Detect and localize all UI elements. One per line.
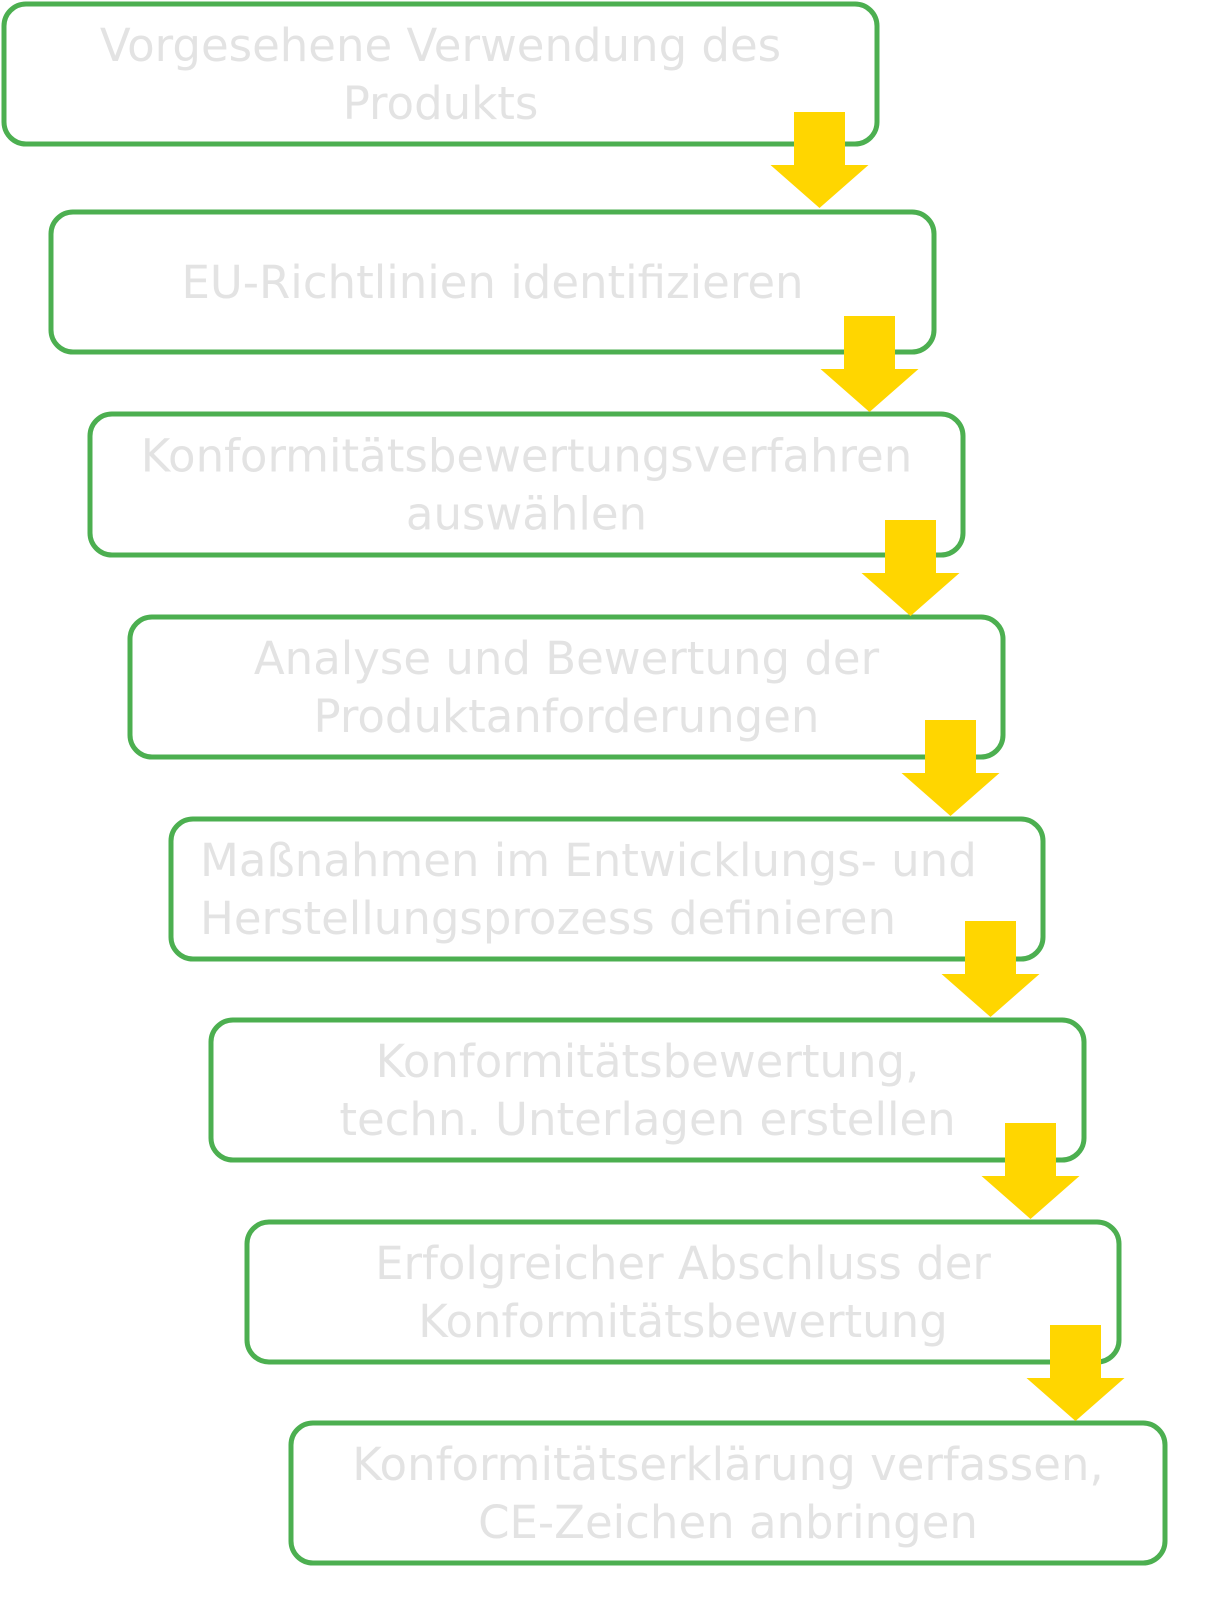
down-arrow-icon: [981, 1123, 1080, 1219]
step-label-line: Herstellungsprozess definieren: [200, 892, 896, 945]
process-step-4: Analyse und Bewertung derProduktanforder…: [127, 614, 1006, 760]
step-box: [48, 209, 937, 355]
step-box: [1, 1, 880, 147]
process-step-7: Erfolgreicher Abschluss derKonformitätsb…: [244, 1219, 1122, 1365]
step-box: [244, 1219, 1122, 1365]
step-label-line: Vorgesehene Verwendung des: [100, 19, 781, 72]
down-arrow-icon: [941, 921, 1040, 1017]
step-label-line: auswählen: [406, 488, 647, 541]
step-label-line: techn. Unterlagen erstellen: [339, 1093, 955, 1146]
step-box: [87, 411, 966, 558]
down-arrow-icon: [901, 720, 1000, 816]
step-label-line: Konformitätsbewertung,: [376, 1035, 920, 1088]
step-box: [288, 1420, 1168, 1566]
step-label-line: EU-Richtlinien identifizieren: [181, 256, 803, 309]
step-label-line: Produktanforderungen: [314, 690, 820, 743]
step-label-line: Maßnahmen im Entwicklungs- und: [200, 834, 977, 887]
step-box: [168, 816, 1046, 962]
down-arrow-icon: [770, 112, 869, 208]
step-label-line: Konformitätsbewertung: [418, 1295, 948, 1348]
down-arrow-icon: [820, 316, 919, 412]
step-label-line: Konformitätserklärung verfassen,: [352, 1438, 1103, 1491]
down-arrow-icon: [861, 520, 960, 616]
process-step-8: Konformitätserklärung verfassen,CE-Zeich…: [288, 1420, 1168, 1566]
step-label-line: Produkts: [343, 77, 539, 130]
step-label-line: Analyse und Bewertung der: [254, 632, 880, 685]
step-box: [208, 1017, 1087, 1163]
step-label-line: CE-Zeichen anbringen: [478, 1496, 978, 1549]
down-arrow-icon: [1026, 1325, 1125, 1421]
process-step-5: Maßnahmen im Entwicklungs- undHerstellun…: [168, 816, 1046, 962]
process-step-2: EU-Richtlinien identifizieren: [48, 209, 937, 355]
step-label-line: Erfolgreicher Abschluss der: [375, 1237, 991, 1290]
process-step-6: Konformitätsbewertung,techn. Unterlagen …: [208, 1017, 1087, 1163]
step-box: [127, 614, 1006, 760]
step-label-line: Konformitätsbewertungsverfahren: [141, 430, 912, 483]
